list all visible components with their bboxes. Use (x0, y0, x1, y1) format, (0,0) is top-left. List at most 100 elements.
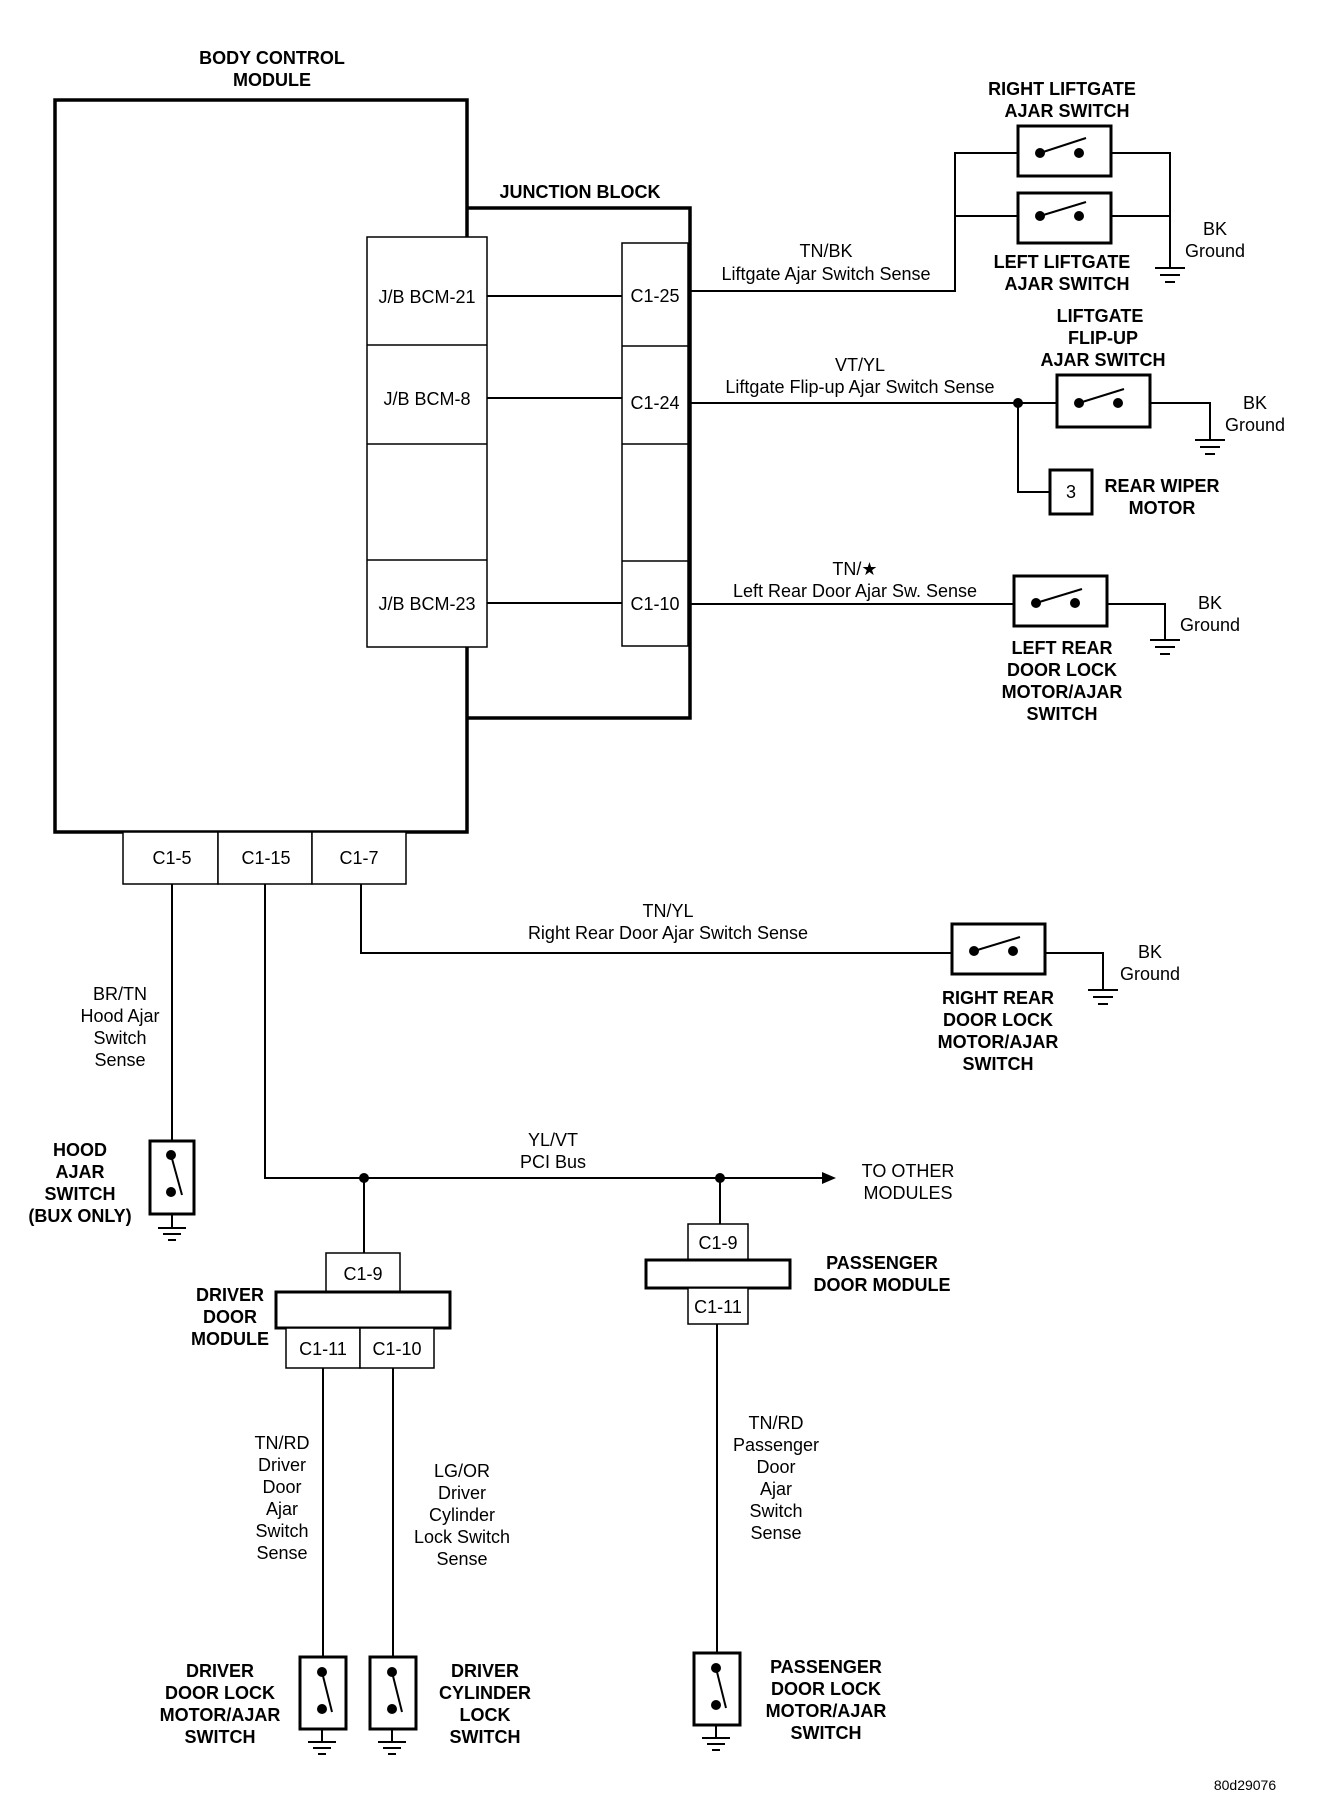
liftgate-ajar-wire-color: TN/BK (799, 241, 852, 261)
pci-destination-line-1: TO OTHER (862, 1161, 955, 1181)
liftgate-ground-bk: BK (1203, 219, 1227, 239)
liftgate-flipup-wire-name: Liftgate Flip-up Ajar Switch Sense (725, 377, 994, 397)
right-rear-door-switch-icon (950, 922, 1047, 976)
jb-left-column (366, 236, 488, 648)
ddm-body (274, 1290, 452, 1330)
left-liftgate-ajar-switch-icon (1016, 191, 1113, 245)
right-rear-wire-color: TN/YL (642, 901, 693, 921)
ddm-pin-c1-9-label: C1-9 (343, 1264, 382, 1284)
dda-line-5: Switch (255, 1521, 308, 1541)
pci-wire-name: PCI Bus (520, 1152, 586, 1172)
ddm-label-2: DOOR (203, 1307, 257, 1327)
ddl-label-4: SWITCH (185, 1727, 256, 1747)
rear-wiper-label-2: MOTOR (1129, 498, 1196, 518)
pda-line-1: TN/RD (749, 1413, 804, 1433)
bcm-pin-c1-7 (311, 831, 407, 885)
liftgate-ajar-circuit: TN/BK Liftgate Ajar Switch Sense RIGHT L… (690, 79, 1245, 294)
left-rear-wire-color: TN/★ (832, 559, 877, 579)
dcl-label-1: DRIVER (451, 1661, 519, 1681)
flipup-ground-label: Ground (1225, 415, 1285, 435)
hood-label-1: HOOD (53, 1140, 107, 1160)
driver-cylinder-circuit: LG/OR Driver Cylinder Lock Switch Sense … (368, 1368, 531, 1755)
pda-line-2: Passenger (733, 1435, 819, 1455)
ground-icon (1195, 439, 1225, 455)
ground-icon (1150, 639, 1180, 655)
right-liftgate-label-2: AJAR SWITCH (1005, 101, 1130, 121)
ddm-pin-c1-10 (359, 1327, 435, 1369)
liftgate-flipup-circuit: VT/YL Liftgate Flip-up Ajar Switch Sense… (690, 306, 1285, 518)
right-rear-label-2: DOOR LOCK (943, 1010, 1053, 1030)
ddm-pin-c1-11 (285, 1327, 361, 1369)
left-rear-label-1: LEFT REAR (1012, 638, 1113, 658)
liftgate-flipup-ajar-switch-icon (1055, 373, 1152, 429)
bcm-pin-c1-5-label: C1-5 (152, 848, 191, 868)
bcm-title-line1: BODY CONTROL (199, 48, 345, 68)
pdm-pin-c1-11 (687, 1287, 749, 1325)
dda-line-3: Door (262, 1477, 301, 1497)
driver-door-lock-switch-icon (298, 1655, 348, 1731)
hood-label-3: SWITCH (45, 1184, 116, 1204)
ddl-label-2: DOOR LOCK (165, 1683, 275, 1703)
bcm-pin-c1-5 (122, 831, 219, 885)
driver-cylinder-lock-switch-icon (368, 1655, 418, 1731)
jb-c1-10: C1-10 (630, 594, 679, 614)
bcm-title-line2: MODULE (233, 70, 311, 90)
dda-line-6: Sense (256, 1543, 307, 1563)
hood-label-4: (BUX ONLY) (28, 1206, 131, 1226)
right-liftgate-ajar-switch-icon (1016, 124, 1113, 178)
hood-ajar-switch-icon (148, 1139, 196, 1216)
pci-bus-circuit: YL/VT PCI Bus TO OTHER MODULES (264, 884, 955, 1253)
figure-id: 80d29076 (1214, 1777, 1277, 1793)
junction-block-outline (467, 206, 692, 720)
hood-label-2: AJAR (55, 1162, 104, 1182)
right-rear-ground-label: Ground (1120, 964, 1180, 984)
pdm-pin-c1-9-label: C1-9 (698, 1233, 737, 1253)
junction-block: JUNCTION BLOCK J/B BCM-21 J/B BCM-8 J/B … (366, 182, 692, 720)
right-rear-door-circuit: TN/YL Right Rear Door Ajar Switch Sense … (360, 884, 1180, 1074)
liftgate-flipup-wire-color: VT/YL (835, 355, 885, 375)
pda-line-3: Door (756, 1457, 795, 1477)
left-rear-label-4: SWITCH (1027, 704, 1098, 724)
dcl-label-4: SWITCH (450, 1727, 521, 1747)
ground-icon (1088, 989, 1118, 1005)
dcl-label-2: CYLINDER (439, 1683, 531, 1703)
pdm-pin-c1-9 (687, 1223, 749, 1261)
ddm-label-3: MODULE (191, 1329, 269, 1349)
liftgate-ground-label: Ground (1185, 241, 1245, 261)
jb-c1-25: C1-25 (630, 286, 679, 306)
pdm-body (644, 1258, 792, 1290)
dc-line-3: Cylinder (429, 1505, 495, 1525)
liftgate-flipup-label-2: FLIP-UP (1068, 328, 1138, 348)
right-rear-label-1: RIGHT REAR (942, 988, 1054, 1008)
right-rear-label-4: SWITCH (963, 1054, 1034, 1074)
right-rear-wire-name: Right Rear Door Ajar Switch Sense (528, 923, 808, 943)
pci-destination-line-2: MODULES (863, 1183, 952, 1203)
hood-ajar-circuit: BR/TN Hood Ajar Switch Sense HOOD AJAR S… (28, 884, 196, 1241)
right-rear-label-3: MOTOR/AJAR (938, 1032, 1059, 1052)
pdm-label-2: DOOR MODULE (814, 1275, 951, 1295)
dda-line-2: Driver (258, 1455, 306, 1475)
rear-wiper-motor-icon (1048, 468, 1094, 516)
pdm-label-1: PASSENGER (826, 1253, 938, 1273)
left-liftgate-label-1: LEFT LIFTGATE (994, 252, 1131, 272)
pdl-label-4: SWITCH (791, 1723, 862, 1743)
ground-icon (378, 1741, 406, 1755)
ddm-pin-c1-10-label: C1-10 (372, 1339, 421, 1359)
liftgate-flipup-label-1: LIFTGATE (1057, 306, 1144, 326)
ddm-pin-c1-9 (325, 1252, 401, 1294)
jb-c1-24: C1-24 (630, 393, 679, 413)
pdl-label-3: MOTOR/AJAR (766, 1701, 887, 1721)
pda-line-5: Switch (749, 1501, 802, 1521)
hood-wire-line-4: Sense (94, 1050, 145, 1070)
ddm-pin-c1-11-label: C1-11 (299, 1339, 347, 1359)
right-rear-ground-bk: BK (1138, 942, 1162, 962)
flipup-ground-bk: BK (1243, 393, 1267, 413)
bcm-pin-c1-7-label: C1-7 (339, 848, 378, 868)
liftgate-flipup-label-3: AJAR SWITCH (1041, 350, 1166, 370)
ddm-label-1: DRIVER (196, 1285, 264, 1305)
junction-block-title: JUNCTION BLOCK (500, 182, 661, 202)
left-rear-label-3: MOTOR/AJAR (1002, 682, 1123, 702)
liftgate-ajar-wire-name: Liftgate Ajar Switch Sense (721, 264, 930, 284)
bcm-pin-c1-15-label: C1-15 (241, 848, 290, 868)
